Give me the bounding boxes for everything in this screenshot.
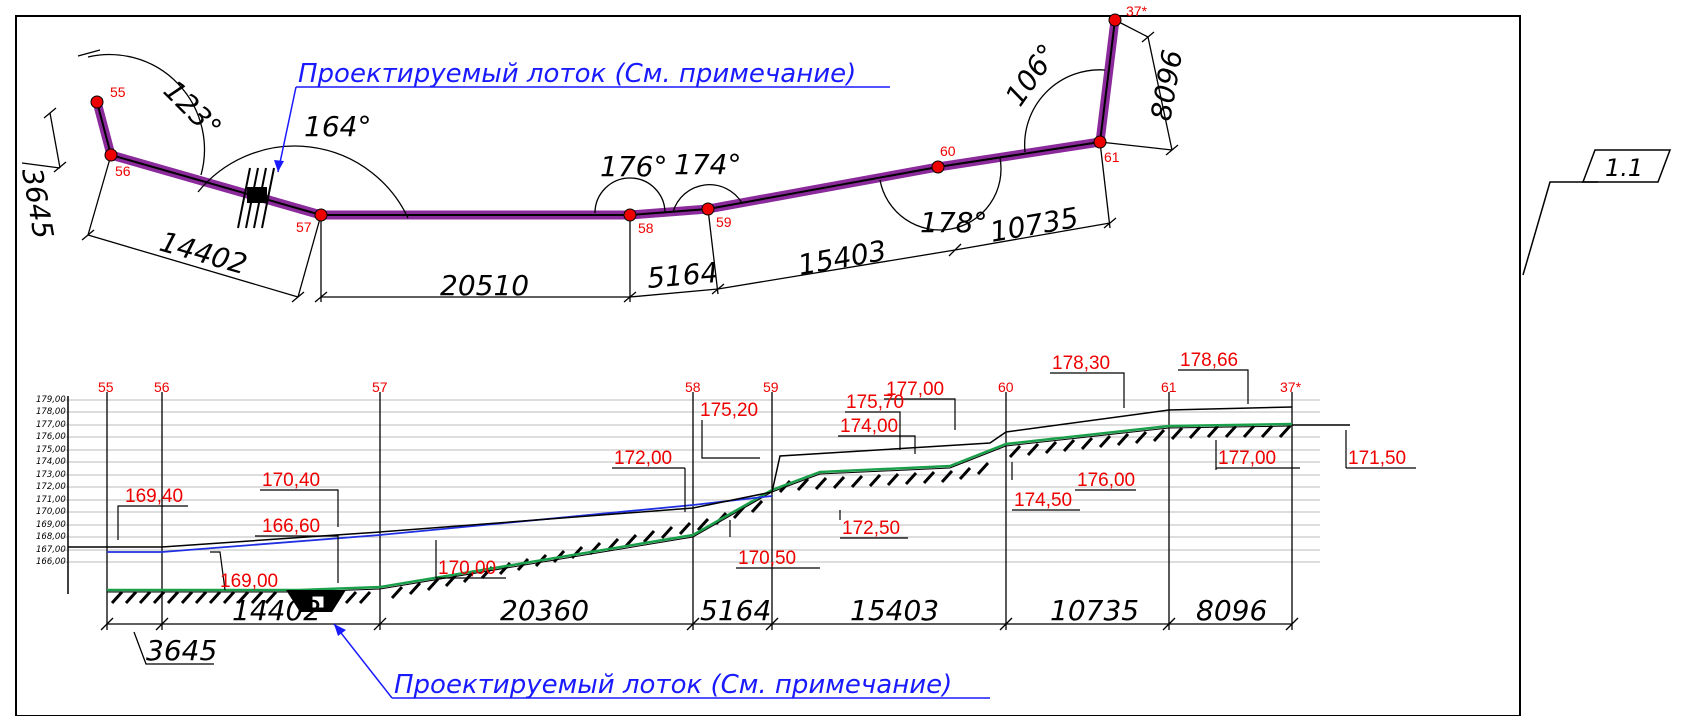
scale-label: 171,00 (36, 495, 66, 505)
plan-dimension-lines (21, 19, 1179, 303)
elevation-label: 175,70 (846, 392, 904, 413)
plan-point-label: 60 (940, 143, 956, 159)
plan-point-label: 61 (1104, 149, 1120, 165)
plan-point-label: 55 (110, 84, 126, 100)
plan-point-label: 57 (296, 219, 312, 235)
station-label: 57 (372, 379, 388, 395)
plan-length-label: 14402 (156, 225, 251, 281)
elevation-label: 177,00 (886, 379, 944, 400)
elevation-leaders (117, 369, 1416, 591)
profile-note: Проектируемый лоток (См. примечание) (333, 623, 990, 700)
elevation-label: 166,60 (262, 516, 320, 537)
profile-view: 179,00 178,00 177,00 176,00 175,00 174,0… (36, 350, 1416, 700)
station-label: 61 (1161, 379, 1177, 395)
plan-point-label: 58 (638, 220, 654, 236)
scale-label: 177,00 (36, 420, 66, 430)
plan-view: 55 56 57 58 59 60 61 37* 123° 164° 176° … (15, 3, 1189, 303)
profile-scale: 179,00 178,00 177,00 176,00 175,00 174,0… (36, 395, 66, 567)
elevation-label: 176,00 (1077, 470, 1135, 491)
segment-label: 5164 (700, 594, 771, 627)
station-label: 60 (998, 379, 1014, 395)
profile-tray-symbol (286, 590, 346, 612)
elevation-label: 170,40 (262, 470, 320, 491)
elevation-labels: 169,40 170,40 166,60 169,00 170,00 172,0… (125, 350, 1406, 592)
plan-note: Проектируемый лоток (См. примечание) (274, 59, 890, 173)
profile-note-text: Проектируемый лоток (См. примечание) (394, 670, 952, 700)
ground-hatching (110, 424, 1292, 605)
scale-label: 168,00 (36, 532, 66, 542)
plan-nodes (90, 13, 1122, 222)
segment-label: 14402 (232, 594, 321, 627)
elevation-label: 175,20 (700, 400, 758, 421)
scale-label: 173,00 (36, 470, 66, 480)
plan-angle-label: 178° (920, 206, 987, 239)
elevation-label: 170,00 (438, 558, 496, 579)
scale-label: 175,00 (36, 445, 66, 455)
station-labels: 55 56 57 58 59 60 61 37* (98, 379, 1302, 395)
station-label: 58 (685, 379, 701, 395)
plan-route (92, 19, 1120, 220)
plan-point-label: 56 (115, 163, 131, 179)
scale-label: 176,00 (36, 432, 66, 442)
elevation-label: 171,50 (1348, 448, 1406, 469)
elevation-label: 169,40 (125, 486, 183, 507)
profile-dimension-chain (100, 617, 1299, 665)
station-label: 37* (1280, 379, 1302, 395)
elevation-label: 174,50 (1014, 490, 1072, 511)
scale-label: 166,00 (36, 557, 66, 567)
drawing-frame (15, 15, 1521, 716)
elevation-label: 174,00 (840, 416, 898, 437)
plan-length-label: 15403 (795, 234, 888, 282)
plan-tray-symbol (237, 167, 275, 229)
station-label: 55 (98, 379, 114, 395)
scale-label: 169,00 (36, 520, 66, 530)
plan-node-labels: 55 56 57 58 59 60 61 37* (110, 3, 1148, 236)
plan-angle-arcs (87, 53, 1106, 231)
elevation-label: 177,00 (1218, 448, 1276, 469)
elevation-label: 172,00 (614, 448, 672, 469)
segment-label: 8096 (1196, 594, 1267, 627)
scale-label: 174,00 (36, 457, 66, 467)
plan-length-label: 8096 (1144, 47, 1189, 123)
station-label: 56 (154, 379, 170, 395)
plan-length-label: 5164 (646, 256, 720, 295)
plan-angle-label: 164° (304, 110, 371, 143)
plan-point-label: 37* (1126, 3, 1148, 19)
elevation-label: 170,50 (738, 548, 796, 569)
plan-length-label: 10735 (987, 201, 1080, 249)
plan-length-label: 3645 (15, 165, 60, 241)
elevation-label: 172,50 (842, 518, 900, 539)
plan-angle-label: 106° (999, 38, 1065, 112)
scale-label: 170,00 (36, 507, 66, 517)
scale-label: 172,00 (36, 482, 66, 492)
plan-note-text: Проектируемый лоток (См. примечание) (298, 59, 856, 89)
sheet-reference-label: 1.1 (1605, 154, 1643, 182)
segment-label: 3645 (146, 634, 217, 667)
plan-point-label: 59 (716, 214, 732, 230)
segment-label: 20360 (500, 594, 589, 627)
elevation-label: 178,66 (1180, 350, 1238, 371)
plan-angle-label: 123° (157, 74, 228, 145)
scale-label: 179,00 (36, 395, 66, 405)
scale-label: 167,00 (36, 545, 66, 555)
existing-surface (68, 406, 1293, 548)
plan-angle-label: 174° (674, 148, 741, 181)
sheet-reference: 1.1 (1522, 149, 1672, 276)
scale-label: 178,00 (36, 407, 66, 417)
elevation-label: 169,00 (220, 571, 278, 592)
plan-angle-label: 176° (600, 150, 667, 183)
plan-length-label: 20510 (440, 269, 529, 302)
segment-label: 15403 (850, 594, 939, 627)
station-label: 59 (763, 379, 779, 395)
elevation-label: 178,30 (1052, 353, 1110, 374)
segment-label: 10735 (1050, 594, 1139, 627)
segment-labels: 3645 14402 20360 5164 15403 10735 8096 (146, 594, 1267, 667)
